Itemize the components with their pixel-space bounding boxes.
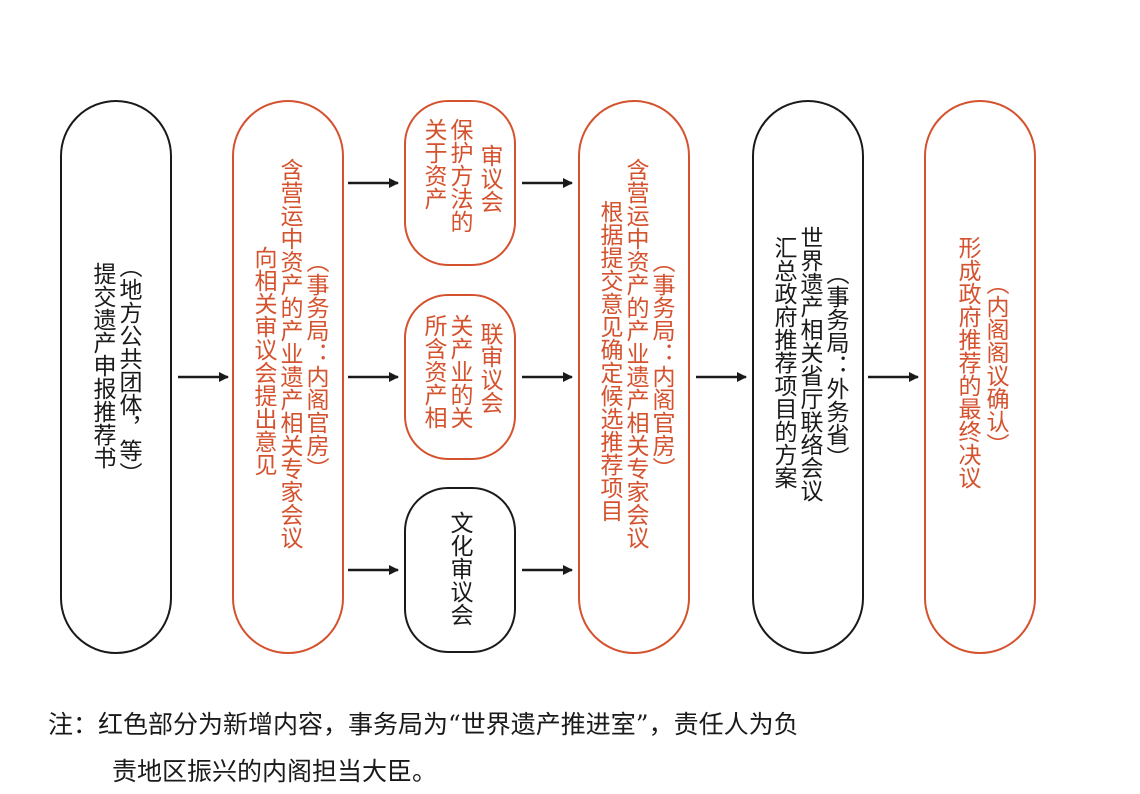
box-industry-joint-council-line-1: 联审议会: [476, 322, 502, 414]
box-expert-meeting-decision: [578, 100, 690, 654]
box-liaison-meeting: [752, 100, 864, 654]
box-protection-council: [404, 100, 516, 266]
box-protection-council-line-1: 审议会: [476, 144, 502, 213]
box-expert-meeting-opinion-line-2: 含营运中资产的产业遗产相关专家会议: [276, 158, 302, 549]
footnote-line-1: 注：红色部分为新增内容，事务局为“世界遗产推进室”，责任人为负: [48, 710, 799, 739]
box-submit-recommendation-line-1: （地方公共团体，等）: [115, 255, 141, 485]
box-liaison-meeting-line-2: 世界遗产相关省厅联络会议: [796, 226, 822, 502]
footnote-line-2: 责地区振兴的内阁担当大臣。: [112, 757, 438, 786]
box-final-resolution-line-2: 形成政府推荐的最终决议: [954, 236, 980, 489]
box-expert-meeting-opinion: [232, 100, 344, 654]
box-expert-meeting-opinion-line-1: （事务局：内阁官房）: [302, 250, 328, 480]
box-liaison-meeting-line-1: （事务局：外务省）: [822, 262, 848, 469]
box-liaison-meeting-line-3: 汇总政府推荐项目的方案: [770, 236, 796, 489]
box-expert-meeting-decision-line-3: 根据提交意见确定候选推荐项目: [596, 200, 622, 522]
box-industry-joint-council-line-3: 所含资产相: [420, 314, 446, 429]
box-final-resolution-line-1: （内阁阁议确认）: [982, 272, 1008, 456]
box-submit-recommendation: [60, 100, 172, 654]
box-expert-meeting-opinion-line-3: 向相关审议会提出意见: [250, 246, 276, 476]
box-final-resolution: [924, 100, 1036, 654]
box-expert-meeting-decision-line-1: （事务局：内阁官房）: [648, 250, 674, 480]
box-cultural-council-line-1: 文化审议会: [446, 511, 472, 626]
box-industry-joint-council-line-2: 关产业的关: [446, 314, 472, 429]
box-cultural-council: [404, 487, 516, 653]
box-industry-joint-council: [404, 294, 516, 460]
box-protection-council-line-3: 关于资产: [420, 118, 446, 210]
box-expert-meeting-decision-line-2: 含营运中资产的产业遗产相关专家会议: [622, 158, 648, 549]
box-submit-recommendation-line-2: 提交遗产申报推荐书: [89, 262, 115, 469]
box-protection-council-line-2: 保护方法的: [446, 118, 472, 233]
